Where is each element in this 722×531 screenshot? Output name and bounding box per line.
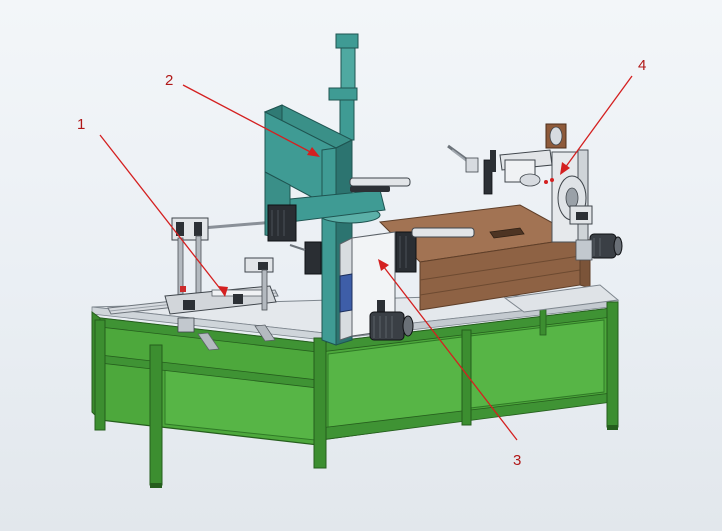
press-motors	[267, 204, 417, 275]
conveyor-drive-unit	[339, 231, 414, 341]
callout-line-1	[99, 134, 226, 296]
callout-lines	[99, 75, 633, 441]
workpiece-board	[378, 204, 620, 313]
callout-line-4	[561, 75, 633, 173]
callout-number-4: 4	[638, 57, 647, 74]
callout-number-1: 1	[77, 116, 86, 133]
label-roll-unwinder	[447, 123, 623, 261]
callout-line-3	[379, 261, 518, 441]
callout-line-2	[182, 84, 319, 157]
horizontal-cylinders	[289, 177, 475, 251]
callout-number-3: 3	[513, 452, 522, 469]
callout-number-2: 2	[165, 72, 174, 89]
slide-table-assembly	[107, 217, 279, 351]
